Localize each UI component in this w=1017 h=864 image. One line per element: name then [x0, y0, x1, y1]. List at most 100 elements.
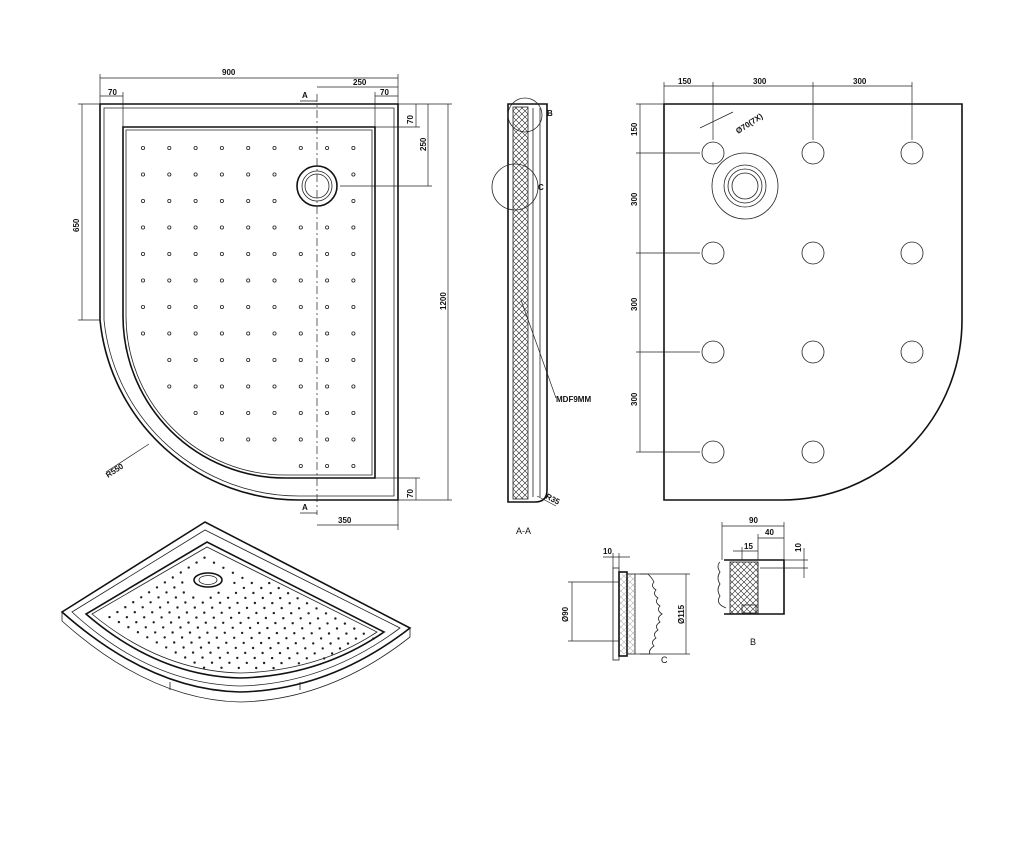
iso-dot	[226, 596, 230, 599]
iso-dot	[166, 601, 170, 604]
iso-dot	[168, 611, 171, 614]
drain-dot	[298, 410, 303, 415]
drain-dot	[219, 410, 224, 415]
iso-dot	[259, 641, 263, 645]
iso-dot	[334, 617, 337, 620]
iso-dot	[135, 621, 138, 624]
dim-u-300a: 300	[753, 77, 767, 86]
drain-dot	[351, 304, 356, 309]
drain-dot	[272, 225, 277, 230]
support-hole	[701, 340, 725, 364]
iso-dot	[199, 646, 203, 649]
drain-dot	[298, 384, 303, 389]
top-dimensions: 900 70 250 70 A A 650 R550 350 1200 70 2…	[72, 68, 452, 530]
support-hole	[801, 440, 825, 464]
drain-dot	[219, 172, 224, 177]
iso-dot	[272, 666, 275, 670]
iso-dot	[275, 631, 279, 635]
iso-dot	[310, 632, 313, 635]
detail-c-marker	[491, 163, 539, 211]
iso-dot	[234, 646, 237, 650]
drain-dot	[325, 331, 330, 336]
iso-dot	[283, 627, 286, 630]
drain-dot	[325, 410, 330, 415]
iso-dot	[192, 596, 195, 599]
drain-dot	[140, 278, 145, 283]
iso-dot	[236, 601, 239, 605]
dot-pattern	[140, 145, 356, 468]
iso-dot	[307, 612, 310, 615]
iso-dot	[329, 642, 332, 645]
iso-dot	[261, 651, 264, 655]
hole-note: Ø70(7X)	[734, 111, 765, 135]
drain-dot	[351, 463, 356, 468]
drain-dot	[325, 384, 330, 389]
detail-c: 10 Ø90 Ø115 C	[561, 547, 690, 665]
drain-dot	[167, 278, 172, 283]
svg-text:B: B	[547, 109, 553, 118]
drain-dot	[140, 198, 145, 203]
drain-dot	[167, 357, 172, 362]
iso-dot	[272, 611, 275, 615]
iso-dot	[245, 606, 249, 610]
drain-dot	[325, 145, 330, 150]
iso-dot	[326, 622, 329, 625]
iso-dot	[274, 621, 277, 625]
drain-dot	[193, 198, 198, 203]
drain-dot	[272, 357, 277, 362]
drain-dot	[246, 145, 251, 150]
dim-b-15: 15	[744, 542, 753, 551]
iso-dot	[293, 632, 296, 635]
iso-dot	[182, 591, 185, 594]
drain-dot	[167, 331, 172, 336]
iso-dot	[179, 626, 182, 629]
drain-dot	[219, 225, 224, 230]
drain-dot	[298, 145, 303, 150]
iso-dot	[248, 626, 252, 630]
drain-dot	[298, 437, 303, 442]
drain-dot	[351, 278, 356, 283]
iso-dot	[305, 602, 309, 605]
dim-right-top-70: 70	[406, 115, 415, 124]
iso-dot	[212, 561, 216, 564]
support-hole	[701, 141, 725, 165]
iso-dot	[237, 666, 240, 670]
underside-view: Ø70(7X)	[663, 103, 963, 501]
dim-left-margin: 70	[108, 88, 117, 97]
drain-dot	[272, 172, 277, 177]
iso-dot	[372, 637, 375, 640]
iso-dot	[270, 656, 274, 660]
dim-right-250: 250	[419, 137, 428, 151]
iso-dot	[132, 601, 135, 604]
iso-dot	[160, 616, 163, 619]
drain-dot	[219, 145, 224, 150]
iso-dot	[244, 596, 247, 600]
iso-dot	[240, 631, 244, 635]
iso-dot	[319, 637, 323, 640]
iso-dot	[277, 641, 280, 645]
drain-dot	[351, 225, 356, 230]
drain-dot	[298, 278, 303, 283]
drain-dot	[351, 410, 356, 415]
iso-dot	[143, 616, 146, 619]
drain-dot	[167, 198, 172, 203]
drain-dot	[219, 331, 224, 336]
iso-dot	[343, 622, 347, 625]
iso-dot	[288, 657, 291, 660]
iso-dot	[253, 656, 256, 660]
iso-dot	[226, 651, 229, 654]
iso-dot	[277, 586, 280, 590]
drain-dot	[193, 384, 198, 389]
drain-dot	[351, 437, 356, 442]
iso-dot	[338, 647, 342, 650]
dim-height: 1200	[439, 292, 448, 310]
iso-dot	[116, 610, 119, 614]
drain-dot	[140, 145, 145, 150]
drain-dot	[272, 251, 277, 256]
iso-dot	[176, 606, 179, 609]
dim-left-650: 650	[72, 218, 81, 232]
cut-a-bottom: A	[302, 503, 308, 512]
dim-uv-300b: 300	[630, 297, 639, 311]
drain-dot	[272, 145, 277, 150]
dim-width: 900	[222, 68, 236, 77]
